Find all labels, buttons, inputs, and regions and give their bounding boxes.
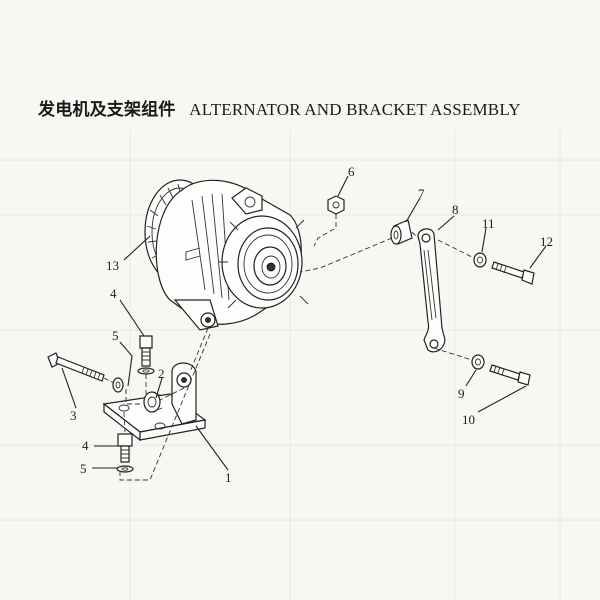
bolt-part-12 [491,261,535,285]
upper-washer-part [137,367,155,375]
callout-10: 10 [462,412,475,427]
bolt-part-10 [489,364,531,386]
callout-4-upper: 4 [110,286,117,301]
callout-1: 1 [225,470,232,485]
spacer-part [143,391,163,413]
callout-7: 7 [418,186,425,201]
washer-part-11 [473,252,487,268]
page-title: 发电机及支架组件 ALTERNATOR AND BRACKET ASSEMBLY [38,95,521,120]
adjusting-strap-part [417,228,446,353]
callout-6: 6 [348,164,355,179]
callout-13: 13 [106,258,119,273]
title-english: ALTERNATOR AND BRACKET ASSEMBLY [189,100,521,119]
callout-4-lower: 4 [82,438,89,453]
callout-8: 8 [452,202,459,217]
upper-bolt-part [139,335,153,367]
background-grid [0,130,600,600]
lower-washer-part [116,465,134,473]
callout-5-lower: 5 [80,461,87,476]
callout-9: 9 [458,386,465,401]
callout-12: 12 [540,234,553,249]
lower-bolt-part [117,433,133,463]
title-chinese: 发电机及支架组件 [38,100,176,120]
long-bolt-part [47,352,105,382]
mounting-bracket-part [102,362,207,442]
leader-lines [61,175,547,471]
washer-part-bolt3 [112,377,124,393]
washer-part-9 [471,354,485,370]
callout-2: 2 [158,366,165,381]
nut-part [327,195,345,215]
callout-3: 3 [70,408,77,423]
bushing-part [390,219,413,245]
callout-11: 11 [482,216,495,231]
assembly-guide-lines [103,214,475,481]
callout-5-upper: 5 [112,328,119,343]
alternator-part [144,179,309,331]
